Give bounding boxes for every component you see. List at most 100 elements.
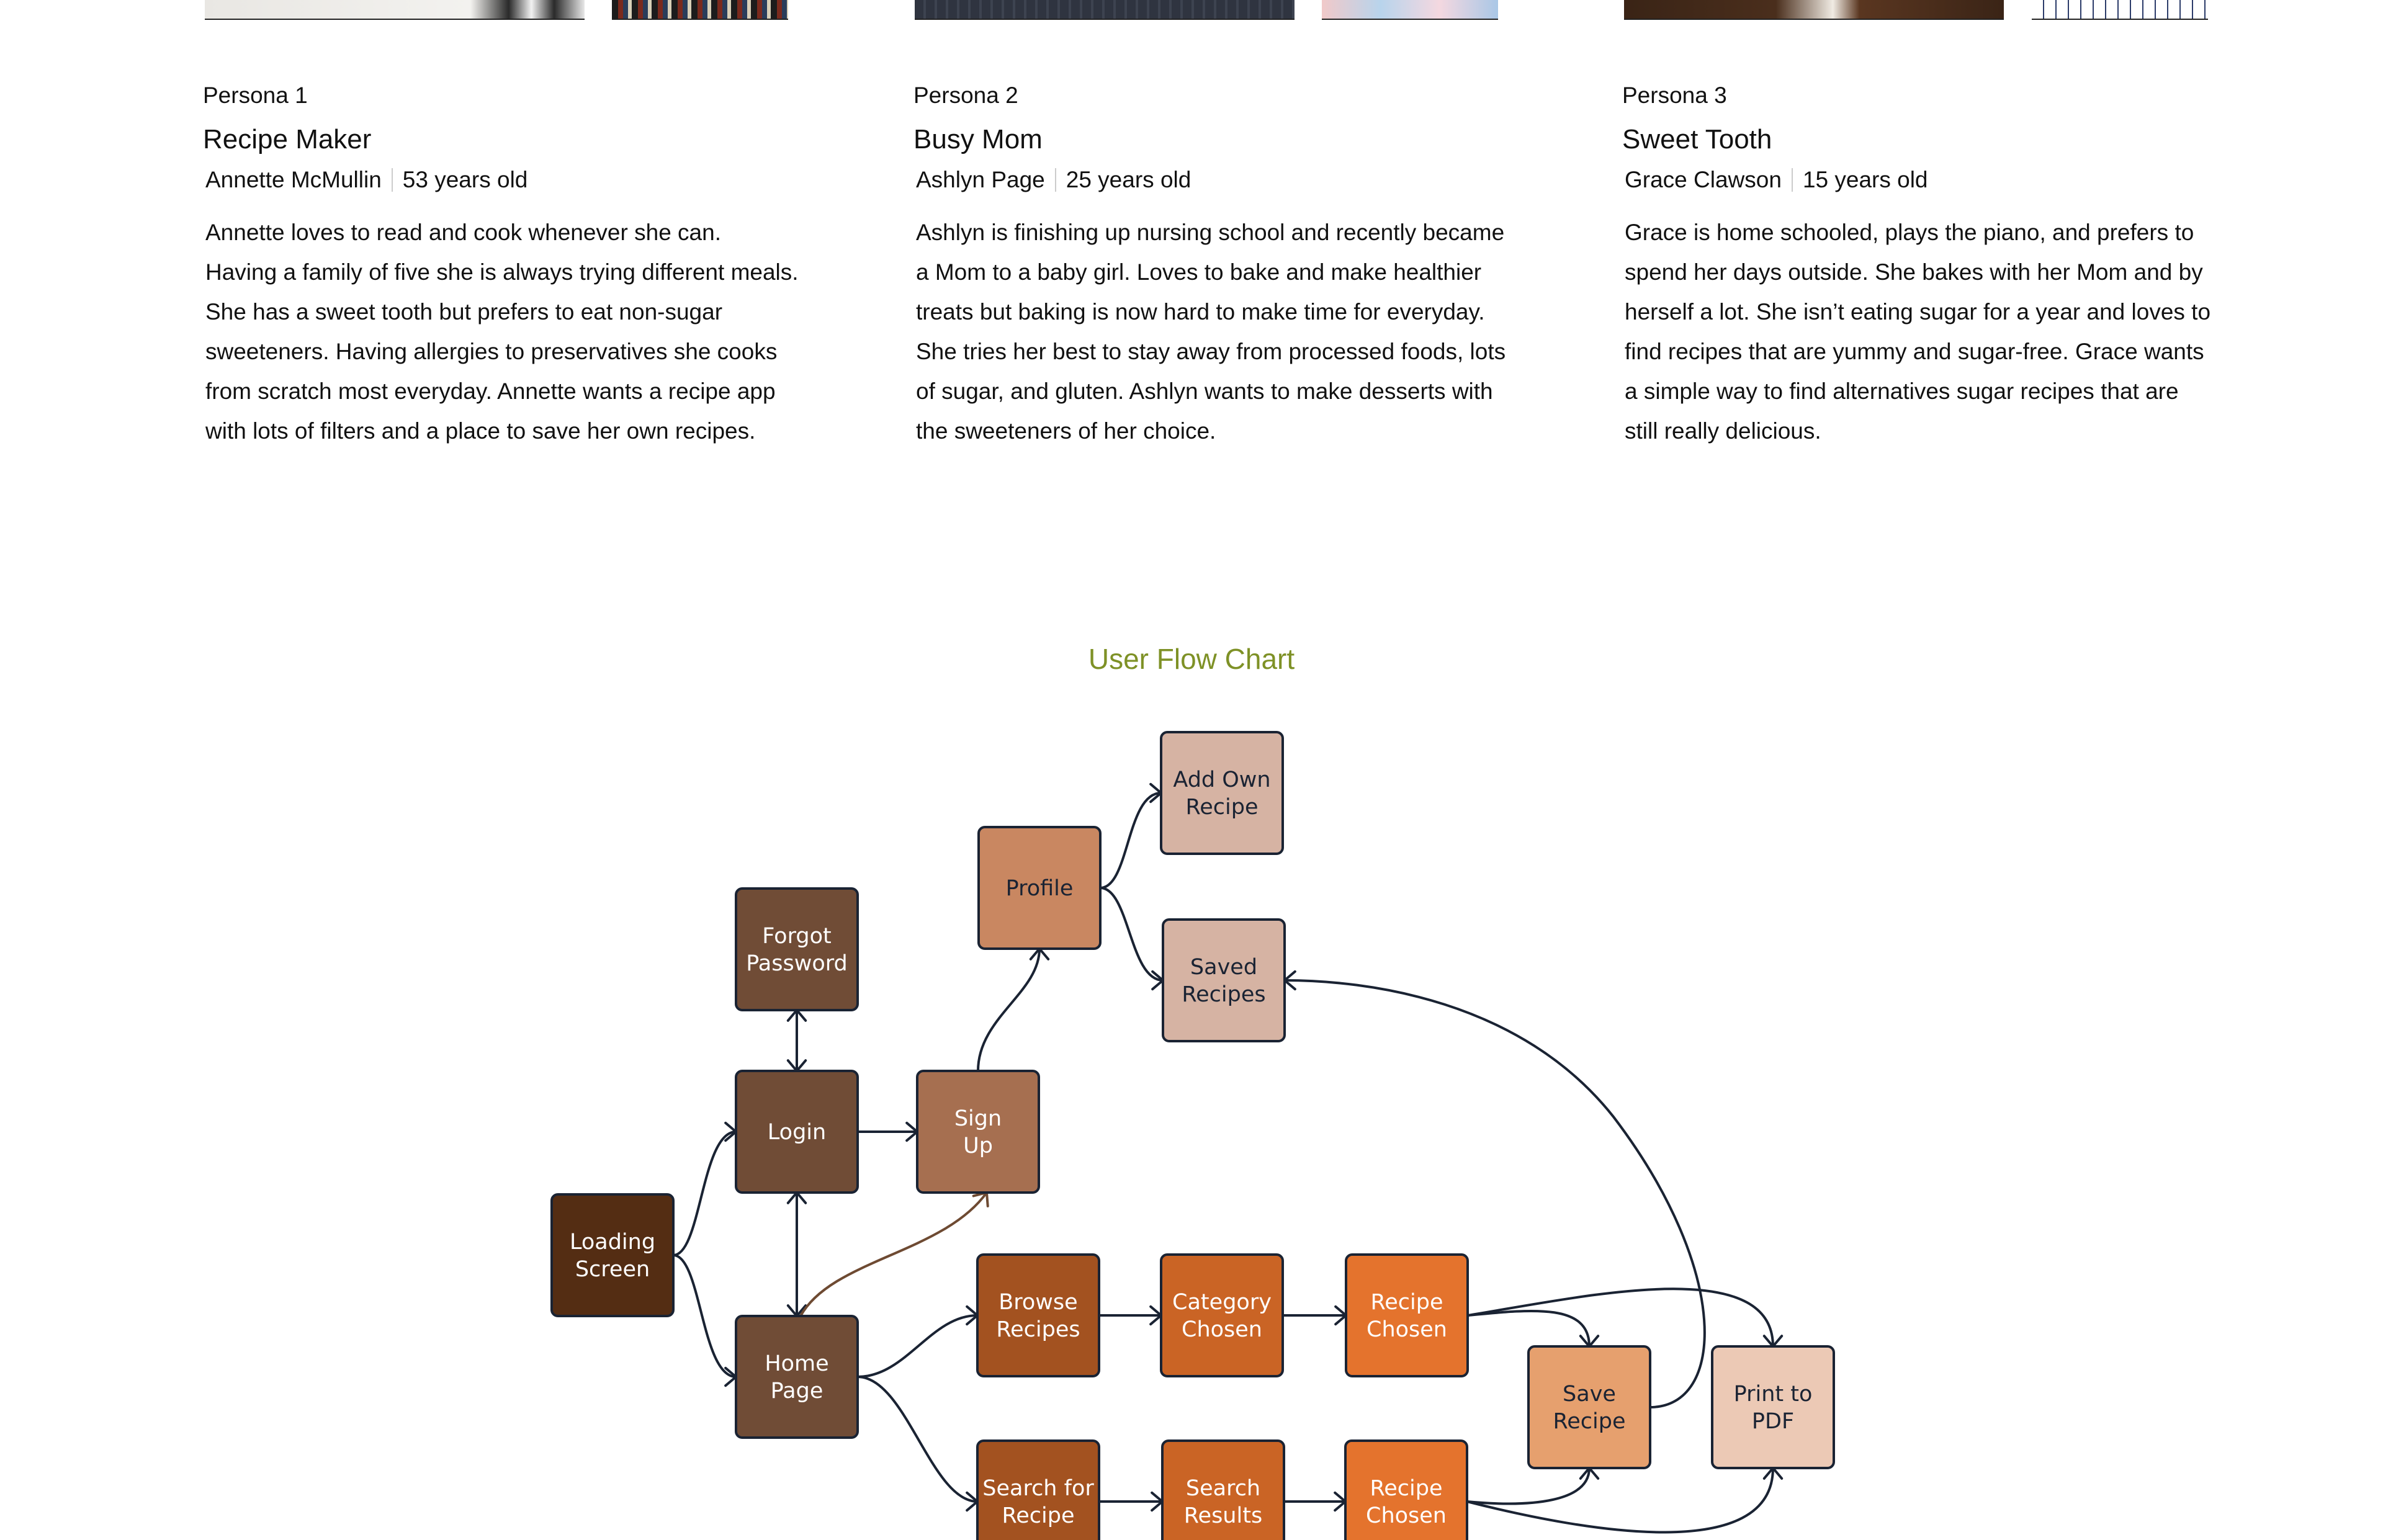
flow-node-box <box>1161 1439 1285 1540</box>
flow-node-label: Recipe <box>1186 795 1259 820</box>
flow-node-label: Chosen <box>1182 1317 1262 1342</box>
flow-node-label: Recipes <box>1182 982 1265 1007</box>
flow-node-label: Up <box>963 1134 993 1158</box>
flow-node-login: Login <box>735 1070 859 1194</box>
flow-node-label: Browse <box>999 1290 1077 1315</box>
flow-node-label: Results <box>1184 1503 1262 1528</box>
meta-divider <box>1791 168 1793 192</box>
flow-node-box <box>735 1315 859 1439</box>
flow-node-box <box>1160 1253 1284 1377</box>
flow-node-label: Search <box>1186 1476 1260 1501</box>
persona-number: Persona 3 <box>1622 83 1727 108</box>
flow-node-label: Search for <box>982 1476 1094 1501</box>
flow-node-box <box>1344 1439 1468 1540</box>
flow-node-label: Recipe <box>1370 1476 1443 1501</box>
flow-node-label: Category <box>1172 1290 1272 1315</box>
edge-save-saved <box>1284 979 1706 1408</box>
edge-recipe1-save <box>1467 1309 1591 1347</box>
flow-node-label: Save <box>1563 1382 1616 1407</box>
persona-name: Annette McMullin <box>205 167 382 192</box>
flow-node-box <box>916 1070 1040 1194</box>
persona-meta: Annette McMullin 53 years old <box>205 164 799 195</box>
flow-node-label: Sign <box>954 1106 1002 1131</box>
flow-node-box <box>550 1193 675 1317</box>
flow-node-label: Page <box>771 1379 824 1403</box>
persona-title: Busy Mom <box>913 124 1043 154</box>
flow-node-box <box>976 1439 1100 1540</box>
flow-node-label: Password <box>746 951 847 976</box>
edge-recipe2-save <box>1466 1467 1591 1505</box>
flow-node-label: Recipes <box>996 1317 1080 1342</box>
persona-number: Persona 1 <box>203 83 308 108</box>
persona-title: Recipe Maker <box>203 124 372 154</box>
persona-card: Persona 3 Sweet Tooth Grace Clawson 15 y… <box>1622 81 2218 451</box>
persona-1-photo-secondary <box>612 0 788 20</box>
flow-node-label: Loading <box>570 1230 655 1255</box>
edge-signup-profile <box>977 948 1041 1072</box>
persona-age: 25 years old <box>1066 167 1192 192</box>
flow-node-label: Recipe <box>1002 1503 1075 1528</box>
flow-node-profile: Profile <box>977 826 1102 950</box>
flow-node-label: Saved <box>1190 955 1257 980</box>
flow-node-label: Forgot <box>762 924 831 949</box>
flow-node-box <box>1345 1253 1469 1377</box>
persona-card: Persona 1 Recipe Maker Annette McMullin … <box>203 81 799 451</box>
edge-profile-saved <box>1100 887 1164 982</box>
edge-recipe1-print <box>1467 1287 1774 1347</box>
flow-node-box <box>976 1253 1100 1377</box>
persona-name: Grace Clawson <box>1625 167 1782 192</box>
meta-divider <box>391 168 393 192</box>
persona-2-photo-secondary <box>1322 0 1498 20</box>
flow-node-label: Recipe <box>1553 1409 1626 1434</box>
persona-description: Grace is home schooled, plays the piano,… <box>1625 220 2211 444</box>
flow-node-box <box>977 826 1102 950</box>
flow-node-box <box>1160 731 1284 855</box>
flow-node-label: Chosen <box>1366 1503 1447 1528</box>
edge-home-search <box>857 1376 978 1503</box>
flow-node-box <box>1711 1345 1835 1469</box>
persona-name: Ashlyn Page <box>916 167 1045 192</box>
flow-node-label: Recipe <box>1371 1290 1443 1315</box>
flow-node-label: Profile <box>1006 876 1074 901</box>
edge-loading-home <box>673 1254 737 1378</box>
flow-node-label: Screen <box>575 1257 650 1282</box>
persona-card: Persona 2 Busy Mom Ashlyn Page 25 years … <box>913 81 1509 451</box>
flow-node-label: Login <box>768 1120 826 1145</box>
persona-2-photo <box>915 0 1295 20</box>
persona-age: 15 years old <box>1802 167 1928 192</box>
flow-node-box <box>1162 918 1286 1042</box>
persona-description: Ashlyn is finishing up nursing school an… <box>916 220 1506 444</box>
persona-description: Annette loves to read and cook whenever … <box>205 220 799 444</box>
meta-divider <box>1054 168 1056 192</box>
persona-1-photo <box>205 0 585 20</box>
flow-node-box <box>1527 1345 1651 1469</box>
flow-node-box <box>735 1070 859 1194</box>
persona-number: Persona 2 <box>913 83 1018 108</box>
edge-loading-login <box>673 1130 737 1256</box>
persona-meta: Grace Clawson 15 years old <box>1625 164 2218 195</box>
flow-node-label: Chosen <box>1367 1317 1447 1342</box>
edge-home-browse <box>857 1314 978 1378</box>
flow-node-label: Home <box>765 1351 828 1376</box>
persona-meta: Ashlyn Page 25 years old <box>916 164 1509 195</box>
flow-node-box <box>735 887 859 1011</box>
persona-title: Sweet Tooth <box>1622 124 1772 154</box>
flow-node-label: PDF <box>1752 1409 1794 1434</box>
edge-home-signup <box>799 1191 988 1317</box>
flow-node-label: Print to <box>1734 1382 1813 1407</box>
